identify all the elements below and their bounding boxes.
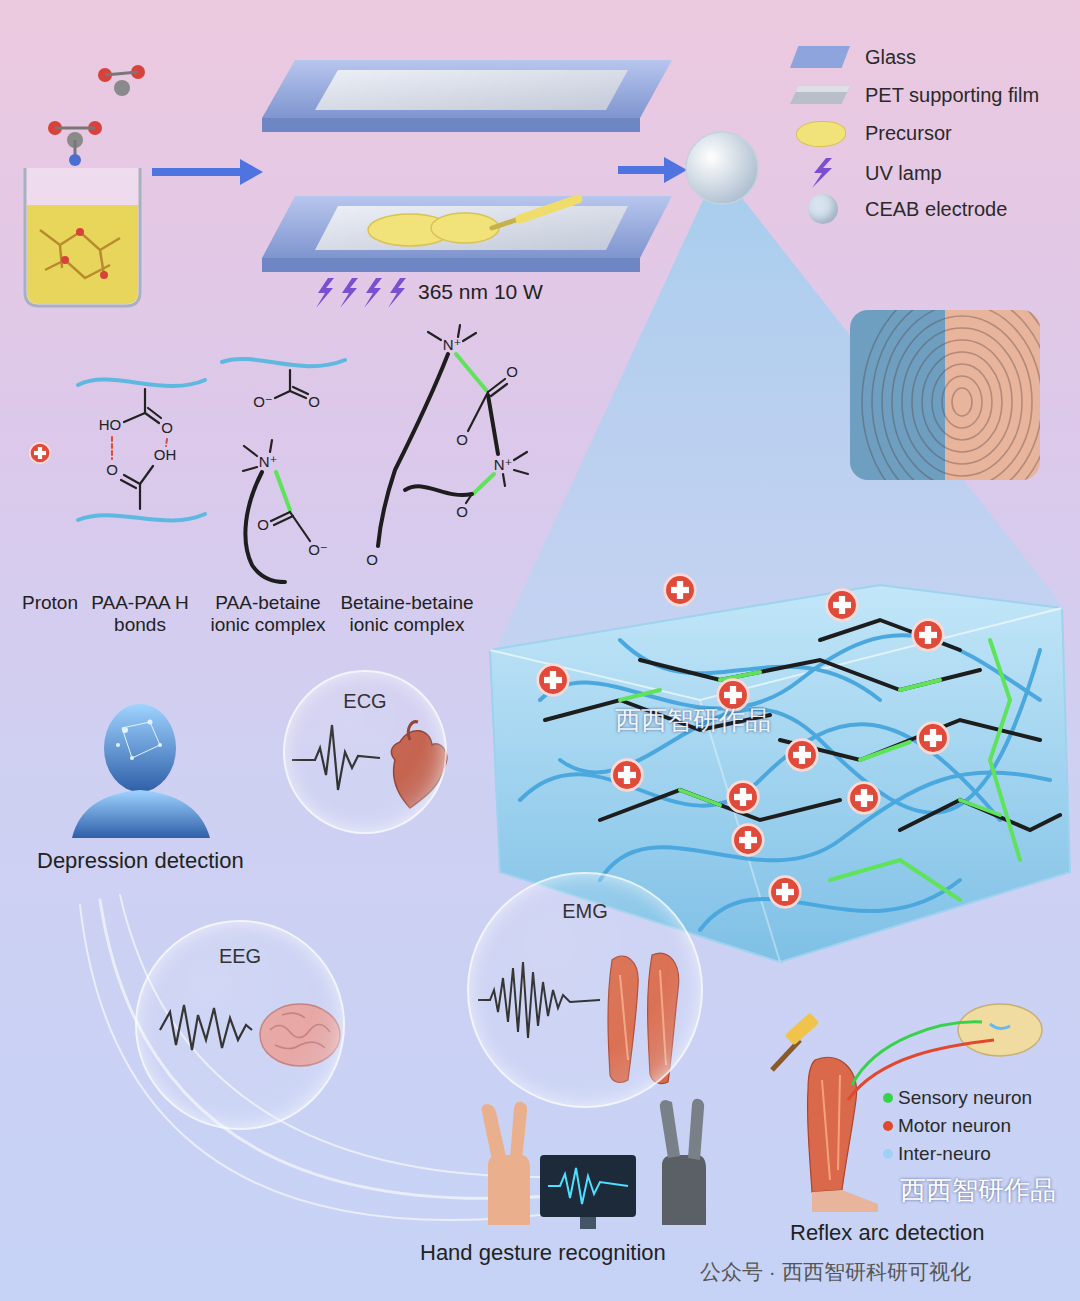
atom-label: O⁻	[308, 541, 328, 558]
atom-label: O	[161, 419, 173, 436]
atom-label: OH	[154, 446, 177, 463]
atom-label: O	[366, 551, 378, 568]
legend-text: Precursor	[865, 122, 952, 145]
atom-label: O	[308, 393, 320, 410]
legend-swatch	[883, 1093, 893, 1103]
atom-label: O	[106, 461, 118, 478]
legend-text: Inter-neuro	[898, 1143, 991, 1165]
legend-text: CEAB electrode	[865, 198, 1007, 221]
bubble-label: ECG	[285, 690, 445, 713]
legend-swatch	[883, 1121, 893, 1131]
application-label: Reflex arc detection	[790, 1220, 984, 1245]
atom-label: N⁺	[259, 453, 278, 470]
legend-swatch	[790, 86, 850, 104]
bubble-label: EEG	[137, 945, 343, 968]
atom-label: N⁺	[443, 336, 462, 353]
atom-label: O	[456, 503, 468, 520]
watermark: 西西智研作品	[900, 1176, 1056, 1206]
legend-text: Sensory neuron	[898, 1087, 1032, 1109]
signal-bubble: ECG	[283, 670, 447, 834]
caption: Betaine-betaine ionic complex	[332, 592, 482, 636]
atom-label: N⁺	[494, 456, 513, 473]
legend-text: UV lamp	[865, 162, 942, 185]
atom-label: HO	[99, 416, 122, 433]
legend-swatch	[790, 46, 850, 68]
legend-swatch	[883, 1149, 893, 1159]
signal-bubble: EEG	[135, 920, 345, 1130]
signal-bubble: EMG	[467, 872, 703, 1108]
atom-label: O	[456, 431, 468, 448]
legend-text: PET supporting film	[865, 84, 1039, 107]
bubble-label: EMG	[469, 900, 701, 923]
legend-text: Motor neuron	[898, 1115, 1011, 1137]
atom-label: O⁻	[253, 393, 273, 410]
caption: PAA-betaine ionic complex	[204, 592, 332, 636]
caption: PAA-PAA H bonds	[90, 592, 190, 636]
application-label: Hand gesture recognition	[420, 1240, 666, 1265]
legend-swatch	[808, 194, 838, 224]
watermark: 公众号 · 西西智研科研可视化	[700, 1260, 971, 1284]
spec-text: 365 nm 10 W	[418, 280, 543, 304]
watermark: 西西智研作品	[615, 706, 771, 736]
atom-label: O	[506, 363, 518, 380]
legend-text: Glass	[865, 46, 916, 69]
atom-label: O	[257, 516, 269, 533]
caption: Proton	[22, 592, 78, 614]
legend-swatch	[796, 121, 846, 147]
application-label: Depression detection	[37, 848, 244, 873]
